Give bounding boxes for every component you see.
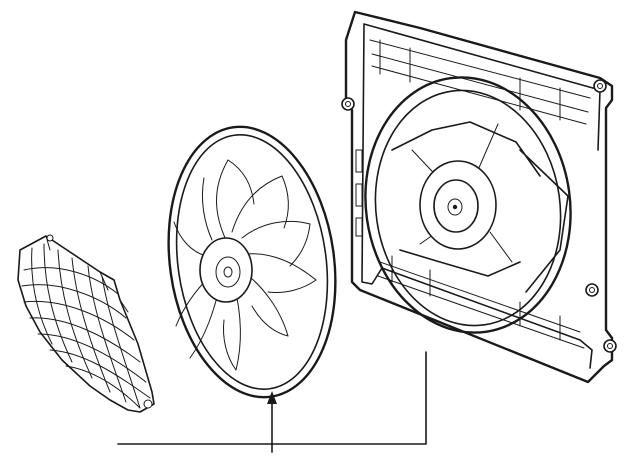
callout-arrowhead [267,391,277,404]
fan-guard-icon [17,234,155,413]
callout-leader [117,351,427,453]
fan-shroud-icon [341,10,617,384]
fan-blade-icon [167,125,337,399]
